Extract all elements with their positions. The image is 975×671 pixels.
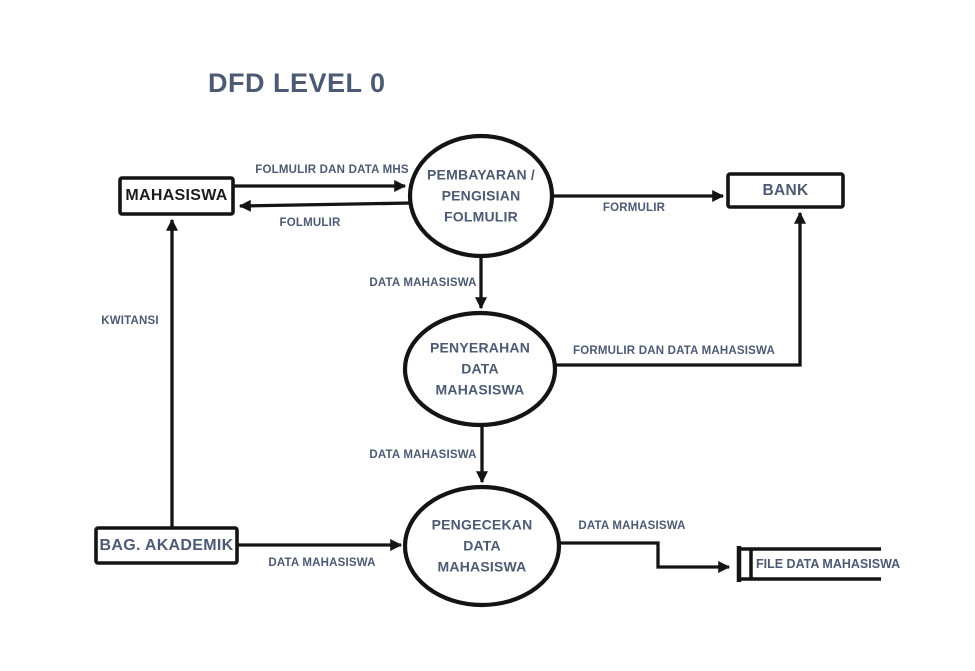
entity-box-bag-akademik: [94, 526, 239, 565]
flow-label-data-mahasiswa-1: DATA MAHASISWA: [369, 277, 477, 289]
entity-box-mahasiswa: [118, 176, 235, 216]
diagram-title: DFD LEVEL 0: [208, 68, 386, 98]
entity-label-bag-akademik: BAG. AKADEMIK: [99, 536, 234, 554]
flow-label-formulir: FORMULIR: [602, 202, 666, 214]
flow-label-data-mahasiswa-2: DATA MAHASISWA: [369, 449, 477, 461]
flow-label-folmulir-dan-data-mhs: FOLMULIR DAN DATA MHS: [255, 164, 409, 176]
datastore-symbol: [736, 546, 881, 582]
process-label-pengecekan: PENGECEKAN DATA MAHASISWA: [431, 516, 533, 575]
process-ellipse-penyerahan: [402, 310, 558, 428]
entity-label-mahasiswa: MAHASISWA: [125, 187, 228, 204]
flow-label-data-mahasiswa-4: DATA MAHASISWA: [578, 520, 686, 532]
entity-label-bank: BANK: [762, 181, 809, 199]
flow-label-formulir-dan-data-mahasiswa: FORMULIR DAN DATA MAHASISWA: [573, 345, 775, 357]
flow-arrow-penyerahan-to-bank: [554, 211, 806, 367]
process-ellipse-pembayaran: [407, 133, 555, 259]
flow-label-data-mahasiswa-3: DATA MAHASISWA: [268, 557, 376, 569]
flow-arrow-pembayaran-to-mahasiswa: [238, 199, 413, 212]
entity-box-bank: [726, 172, 845, 209]
process-label-penyerahan: PENYERAHAN DATA MAHASISWA: [429, 339, 530, 398]
datastore-label: FILE DATA MAHASISWA: [756, 557, 901, 571]
flow-label-kwitansi: KWITANSI: [101, 315, 159, 327]
process-label-pembayaran: PEMBAYARAN / PENGISIAN FOLMULIR: [427, 166, 535, 225]
flow-label-folmulir: FOLMULIR: [279, 217, 341, 229]
process-ellipse-pengecekan: [402, 484, 562, 608]
flow-arrow-pengecekan-to-datastore: [556, 541, 731, 573]
